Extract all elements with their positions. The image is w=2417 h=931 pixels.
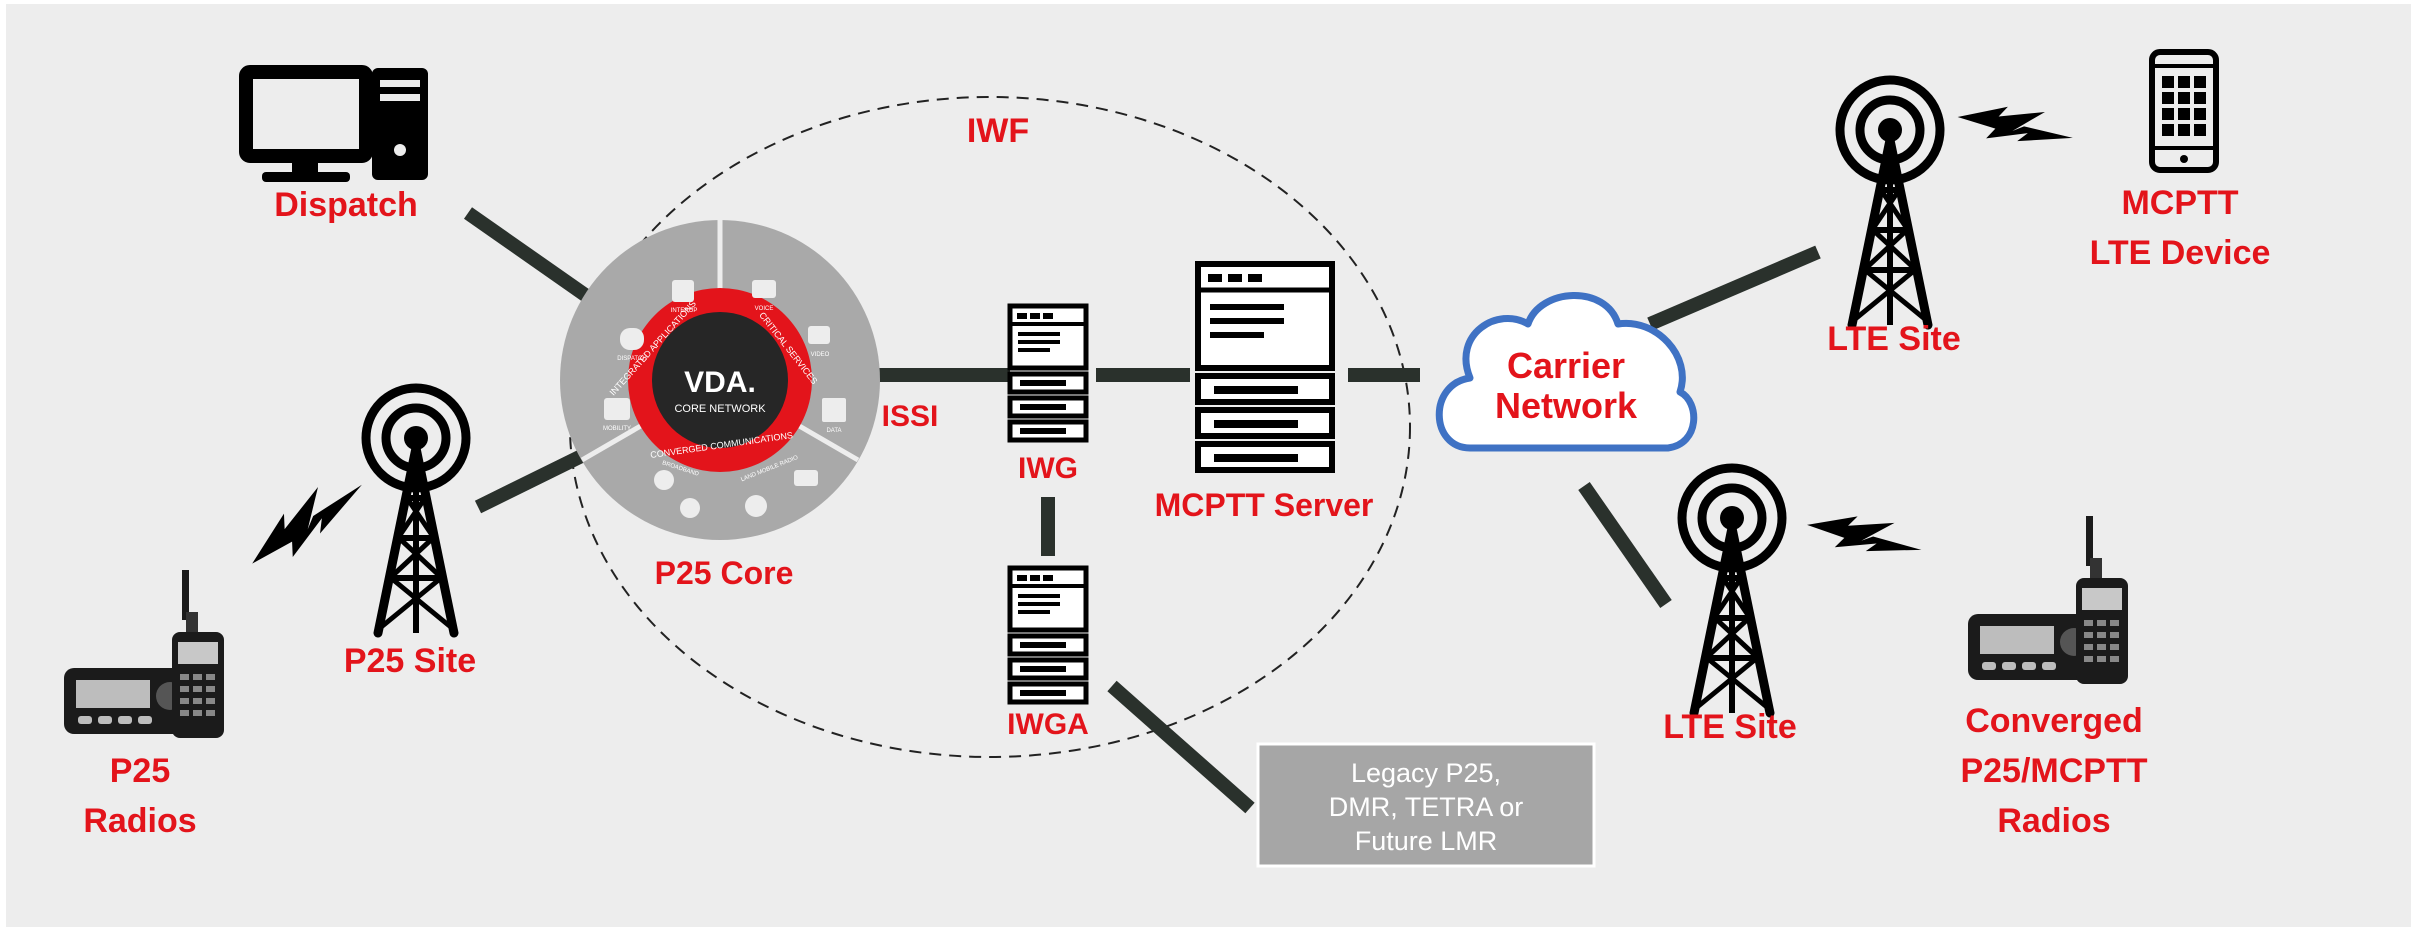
data-icon [822, 398, 846, 422]
dispatch-seg-icon [620, 328, 644, 350]
p25-core-label: P25 Core [655, 555, 794, 591]
mcptt-server-icon [1195, 261, 1335, 473]
p25-site-label: P25 Site [344, 642, 476, 680]
mobility-icon [604, 398, 630, 420]
p25-radios-label-line-2: Radios [83, 802, 196, 840]
legacy-line-3: Future LMR [1355, 826, 1498, 856]
segment-voice: VOICE [755, 306, 774, 312]
video-icon [808, 326, 830, 344]
iwg-label: IWG [1018, 452, 1078, 485]
mcptt-device-label-line-2: LTE Device [2090, 234, 2271, 272]
segment-data: DATA [826, 428, 841, 434]
carrier-label-line-2: Network [1495, 385, 1638, 426]
converged-label-line-2: P25/MCPTT [1960, 752, 2147, 790]
mcptt-server-label: MCPTT Server [1155, 487, 1374, 523]
wheel-core-label: CORE NETWORK [674, 403, 766, 415]
iwf-label: IWF [967, 112, 1029, 150]
dispatch-label: Dispatch [274, 186, 418, 224]
mcptt-device-label-line-1: MCPTT [2121, 184, 2238, 222]
legacy-line-2: DMR, TETRA or [1329, 792, 1524, 822]
issi-label: ISSI [882, 400, 939, 433]
interop-icon [672, 280, 694, 302]
lte-site-bottom-label: LTE Site [1663, 708, 1797, 746]
lte-site-top-label: LTE Site [1827, 320, 1961, 358]
lte-icon [794, 470, 818, 486]
wheel-logo: VDA. [684, 366, 756, 399]
segment-video: VIDEO [811, 352, 830, 358]
p25-core-wheel: VDA. CORE NETWORK INTEGRATED APPLICATION… [560, 220, 880, 540]
converged-label-line-1: Converged [1965, 702, 2143, 740]
segment-mobility: MOBILITY [603, 426, 631, 432]
segment-dispatch: DISPATCH [617, 356, 646, 362]
voice-icon [752, 280, 776, 298]
legacy-lmr-box: Legacy P25, DMR, TETRA or Future LMR [1256, 742, 1596, 868]
segment-interop: INTEROP [671, 308, 698, 314]
legacy-line-1: Legacy P25, [1351, 758, 1501, 788]
broadband-icon [654, 470, 674, 490]
iwg-server-icon [1010, 306, 1086, 440]
connection-lines [463, 207, 1821, 814]
converged-label-line-3: Radios [1997, 802, 2110, 840]
wifi-icon [680, 498, 700, 518]
mcptt-lte-phone-icon [2149, 49, 2219, 173]
iwga-server-icon [1010, 568, 1086, 702]
p25-icon [745, 495, 767, 517]
p25-radios-label-line-1: P25 [110, 752, 171, 790]
carrier-network-cloud: Carrier Network [1435, 292, 1698, 452]
carrier-label-line-1: Carrier [1507, 345, 1625, 386]
iwga-label: IWGA [1007, 708, 1089, 741]
dispatch-computer-icon [239, 65, 428, 182]
